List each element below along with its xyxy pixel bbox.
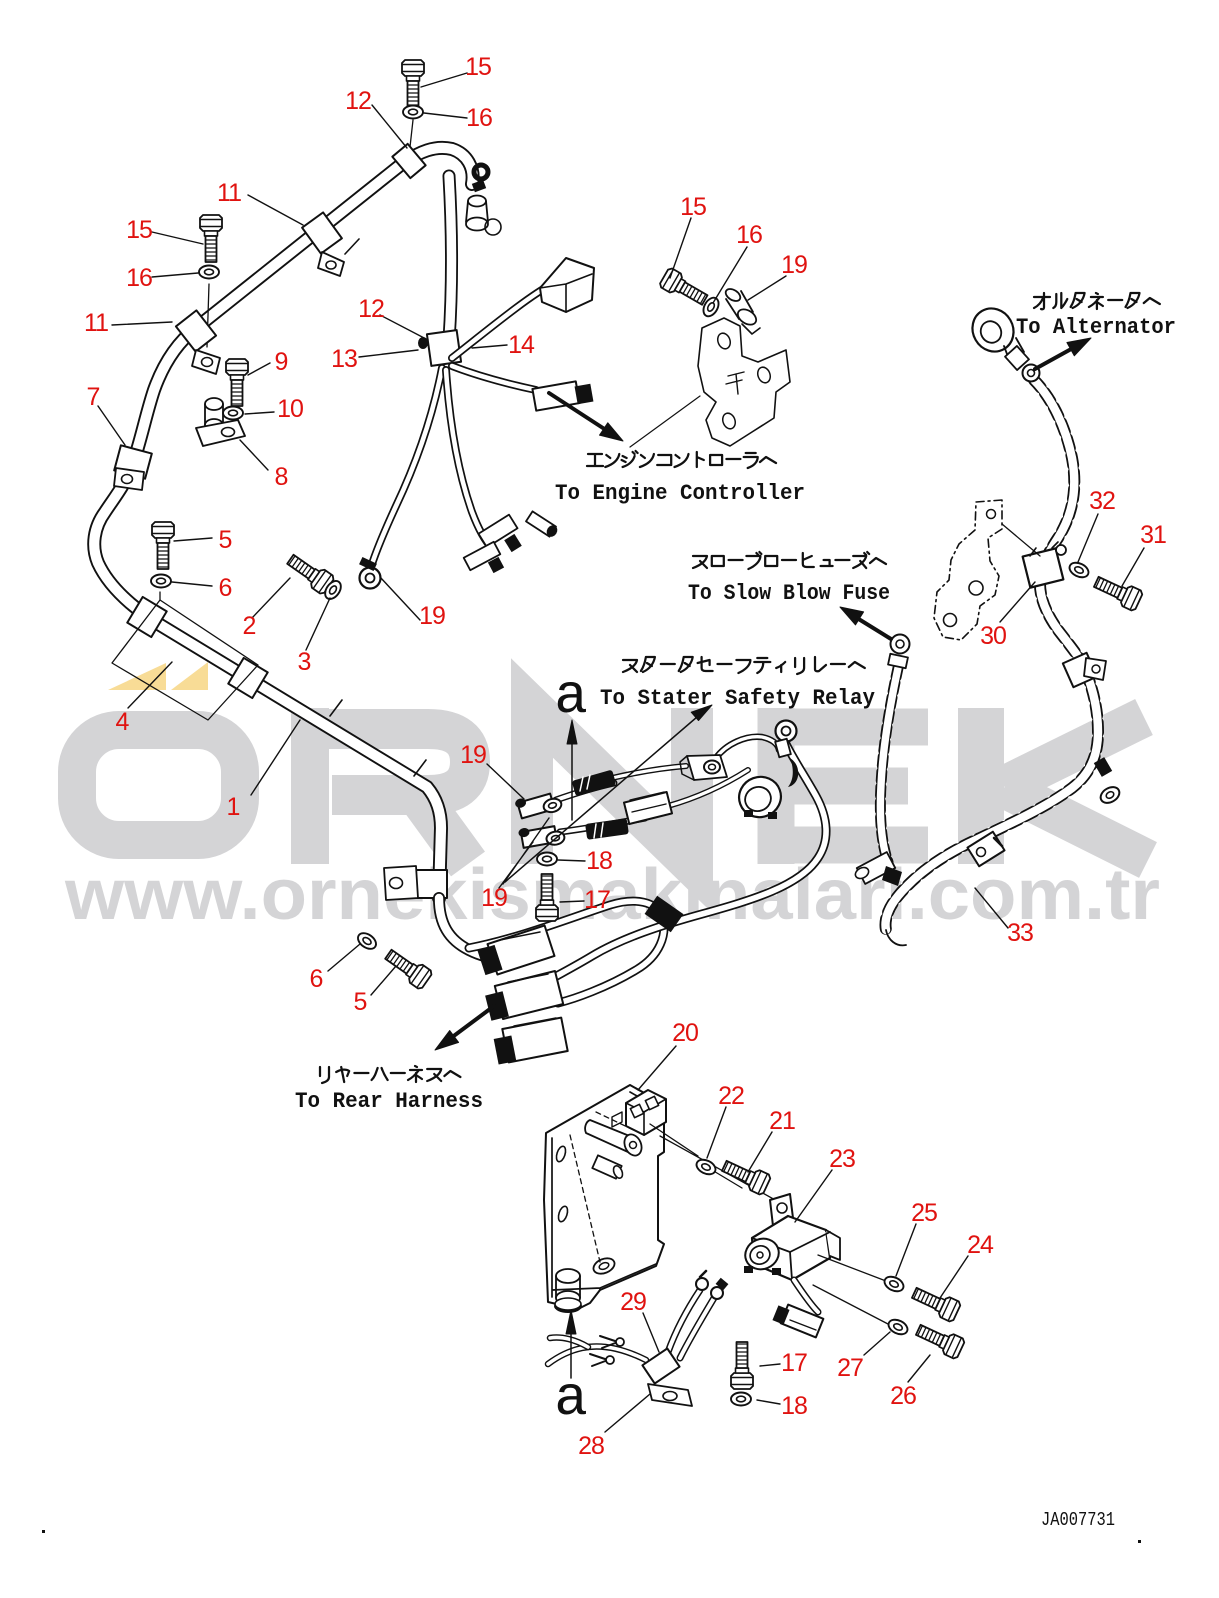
svg-text:7: 7 xyxy=(87,383,100,411)
svg-text:www.ornekismakinalari.com.tr: www.ornekismakinalari.com.tr xyxy=(64,855,1160,935)
svg-text:To Slow Blow Fuse: To Slow Blow Fuse xyxy=(688,581,890,606)
svg-text:27: 27 xyxy=(837,1354,863,1382)
svg-text:21: 21 xyxy=(769,1107,795,1135)
svg-text:26: 26 xyxy=(890,1382,916,1410)
svg-text:12: 12 xyxy=(345,87,371,115)
svg-text:5: 5 xyxy=(354,988,367,1016)
svg-text:32: 32 xyxy=(1089,487,1115,515)
svg-text:13: 13 xyxy=(331,345,357,373)
svg-text:19: 19 xyxy=(781,251,807,279)
svg-text:8: 8 xyxy=(275,463,288,491)
svg-text:33: 33 xyxy=(1007,919,1033,947)
svg-text:To Stater Safety Relay: To Stater Safety Relay xyxy=(600,686,875,711)
svg-text:6: 6 xyxy=(219,574,232,602)
svg-text:19: 19 xyxy=(481,884,507,912)
svg-text:6: 6 xyxy=(310,965,323,993)
svg-text:15: 15 xyxy=(126,216,152,244)
svg-text:16: 16 xyxy=(736,221,762,249)
svg-text:31: 31 xyxy=(1140,521,1166,549)
svg-text:19: 19 xyxy=(460,741,486,769)
svg-text:17: 17 xyxy=(781,1349,807,1377)
svg-text:28: 28 xyxy=(578,1432,604,1460)
svg-text:17: 17 xyxy=(584,886,610,914)
svg-text:20: 20 xyxy=(672,1019,698,1047)
svg-text:14: 14 xyxy=(508,331,535,359)
svg-text:19: 19 xyxy=(419,602,445,630)
svg-text:10: 10 xyxy=(277,395,303,423)
svg-text:To Engine Controller: To Engine Controller xyxy=(555,481,805,506)
svg-text:18: 18 xyxy=(781,1392,807,1420)
svg-text:18: 18 xyxy=(586,847,612,875)
svg-text:JA007731: JA007731 xyxy=(1041,1509,1115,1531)
svg-text:16: 16 xyxy=(466,104,492,132)
svg-text:25: 25 xyxy=(911,1199,937,1227)
svg-text:To Alternator: To Alternator xyxy=(1016,315,1176,340)
svg-text:a: a xyxy=(554,665,588,729)
svg-text:2: 2 xyxy=(243,612,256,640)
svg-text:22: 22 xyxy=(718,1082,744,1110)
svg-text:5: 5 xyxy=(219,526,232,554)
svg-text:12: 12 xyxy=(358,295,384,323)
svg-text:24: 24 xyxy=(967,1231,994,1259)
svg-text:To Rear Harness: To Rear Harness xyxy=(295,1089,483,1114)
svg-text:4: 4 xyxy=(116,708,130,736)
svg-text:29: 29 xyxy=(620,1288,646,1316)
svg-text:30: 30 xyxy=(980,622,1006,650)
svg-text:3: 3 xyxy=(298,648,311,676)
svg-text:11: 11 xyxy=(84,309,108,337)
svg-text:15: 15 xyxy=(680,193,706,221)
svg-text:1: 1 xyxy=(227,793,240,821)
svg-text:16: 16 xyxy=(126,264,152,292)
svg-text:15: 15 xyxy=(465,53,491,81)
svg-text:9: 9 xyxy=(275,348,288,376)
svg-text:a: a xyxy=(554,1367,588,1431)
svg-text:23: 23 xyxy=(829,1145,855,1173)
svg-text:11: 11 xyxy=(217,179,241,207)
